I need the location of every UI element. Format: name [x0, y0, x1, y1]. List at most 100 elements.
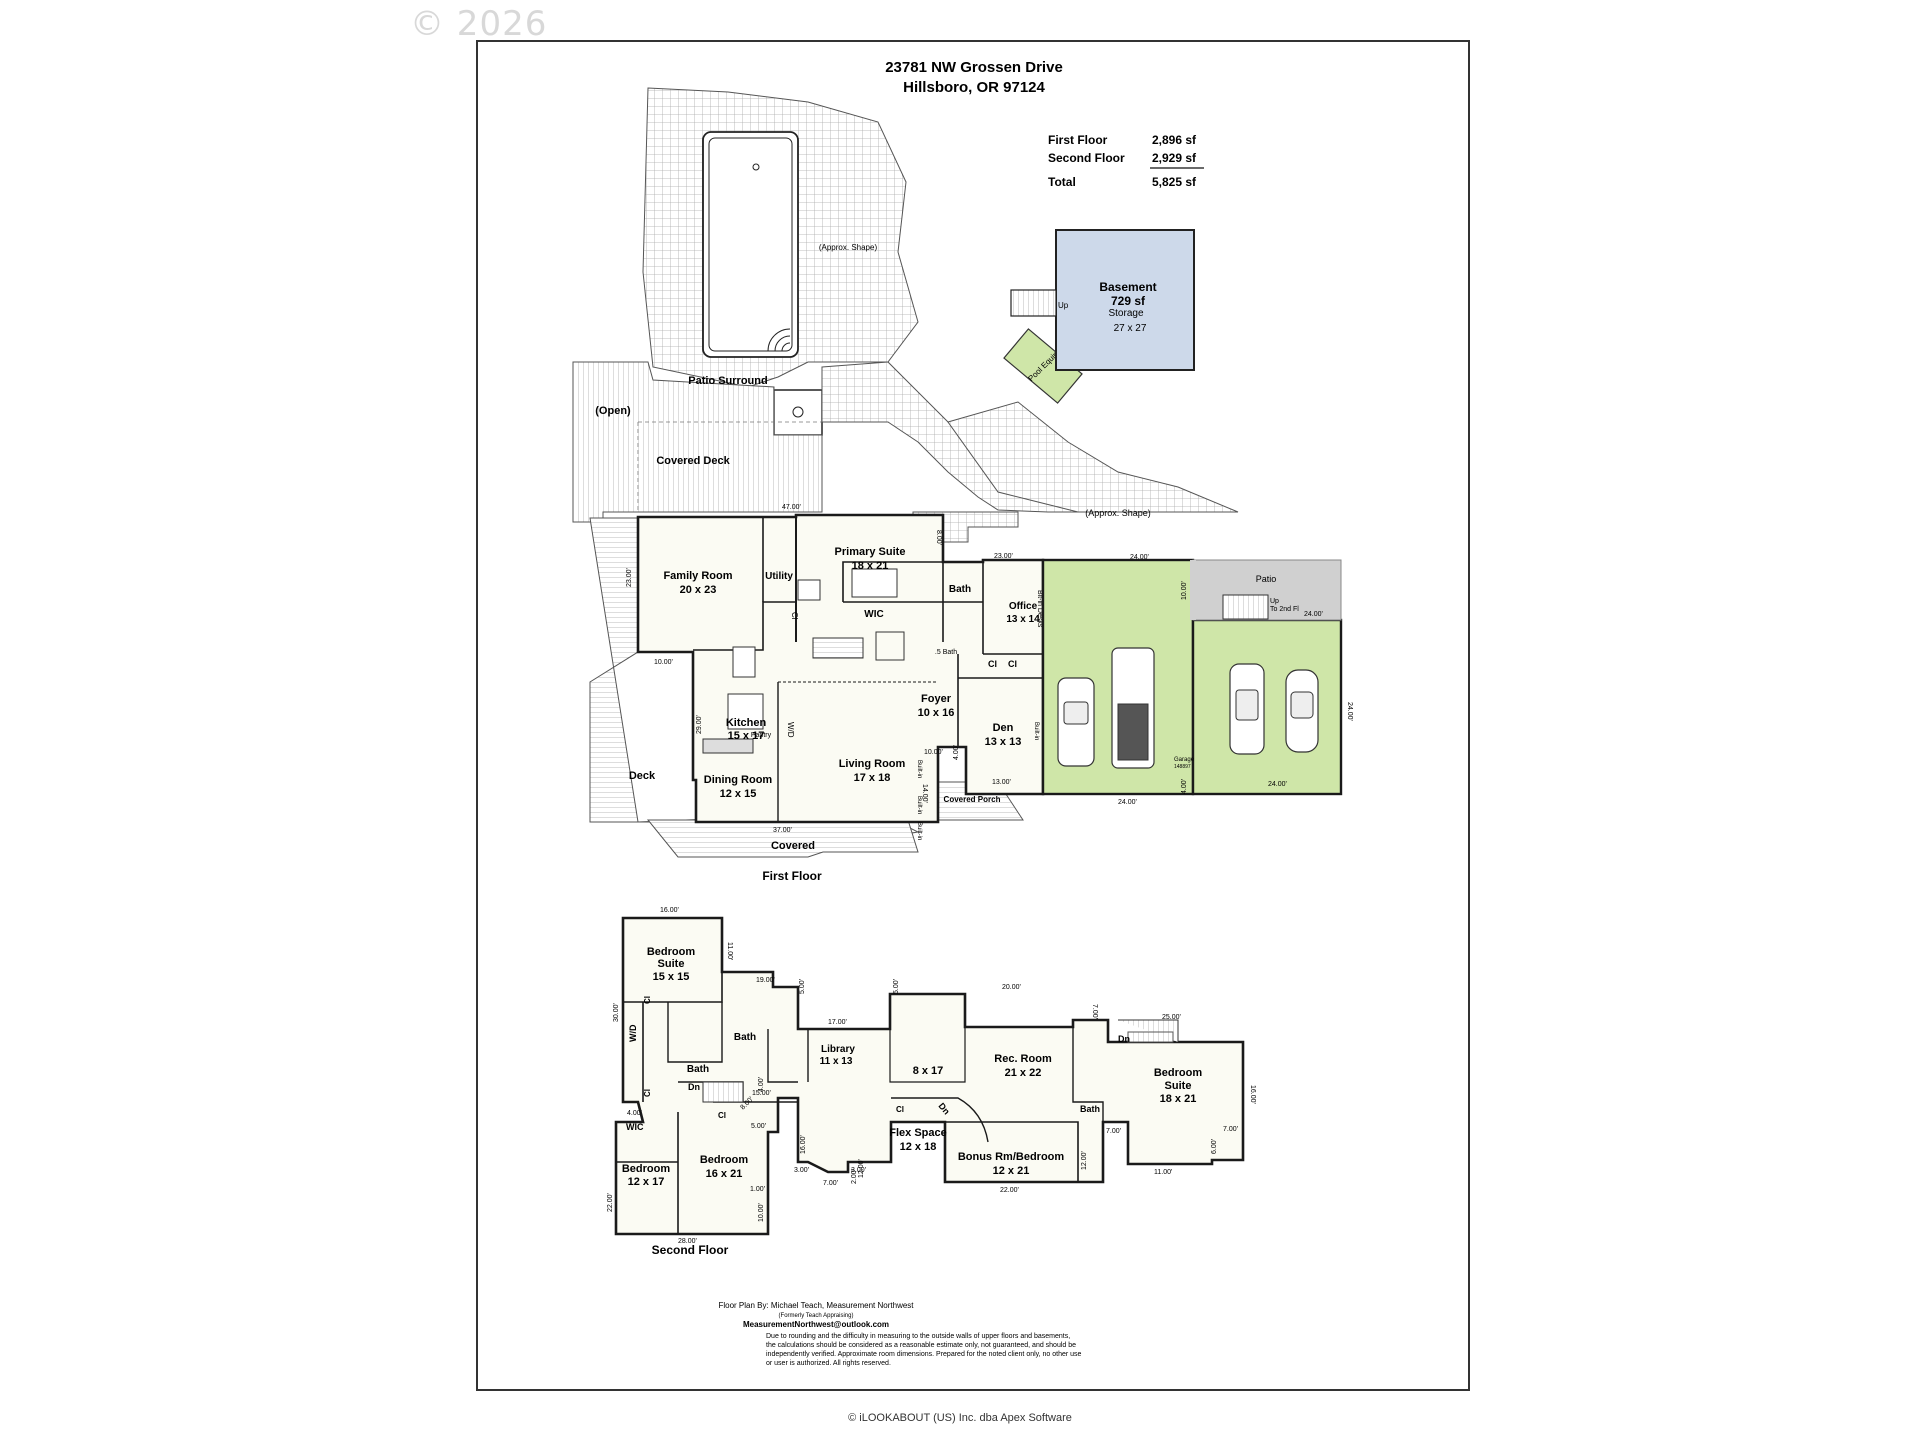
- bed-suite-a-dims: 15 x 15: [653, 971, 690, 983]
- sf-meas-30: 6.00': [1211, 1139, 1218, 1154]
- foyer-dims: 10 x 16: [918, 707, 955, 719]
- basement-name: Storage: [1108, 308, 1143, 319]
- hot-tub: [773, 389, 823, 436]
- bonus-name: Bonus Rm/Bedroom: [958, 1151, 1065, 1163]
- garage-meas-4: 4.00': [1181, 779, 1188, 794]
- pantry-name: Pantry: [751, 732, 772, 739]
- builtin-3: Built-in: [916, 796, 922, 814]
- sf-meas-7: 20.00': [1002, 984, 1021, 991]
- sf-meas-3: 19.00': [756, 977, 775, 984]
- car-2: [1111, 647, 1155, 769]
- pool: [702, 131, 799, 358]
- sf-meas-31: 7.00': [1223, 1126, 1238, 1133]
- driveway-shape: [947, 401, 1239, 513]
- ff-meas-10: 13.00': [992, 779, 1011, 786]
- builtin-4: Built-in: [916, 822, 922, 840]
- drive-approx-shape: (Approx. Shape): [1085, 508, 1151, 518]
- library-dims: 11 x 13: [820, 1056, 853, 1067]
- credits: Floor Plan By: Michael Teach, Measuremen…: [718, 1301, 1081, 1367]
- dining-room-name: Dining Room: [704, 774, 773, 786]
- ff-meas-12: 37.00': [773, 827, 792, 834]
- builtin-1: Built-in: [1033, 722, 1039, 740]
- first-floor: Family Room 20 x 23 Utility Primary Suit…: [589, 504, 1149, 883]
- credits-email: MeasurementNorthwest@outlook.com: [743, 1320, 889, 1329]
- builtin-2: Built-in: [916, 760, 922, 778]
- ff-meas-9: 4.00': [953, 745, 960, 760]
- sf-meas-8: 7.00': [1091, 1004, 1098, 1019]
- sf-meas-26: 22.00': [1000, 1187, 1019, 1194]
- bed-suite-b-name2: Suite: [1165, 1080, 1192, 1092]
- watermark: © 2026: [410, 4, 548, 44]
- up-label: Up: [1270, 598, 1279, 605]
- sf-meas-23: 3.00': [851, 1167, 866, 1174]
- sf-meas-17: 1.00': [750, 1186, 765, 1193]
- sf-meas-22: 7.00': [823, 1180, 838, 1187]
- utility-name: Utility: [765, 571, 793, 582]
- footer-copyright: © iLOOKABOUT (US) Inc. dba Apex Software: [848, 1412, 1072, 1424]
- pool-area: (Approx. Shape): [642, 87, 919, 436]
- bedroom-b-name: Bedroom: [700, 1154, 749, 1166]
- disclaimer-2: the calculations should be considered as…: [766, 1342, 1076, 1349]
- library-name: Library: [821, 1044, 855, 1055]
- disclaimer-3: independently verified. Approximate room…: [766, 1351, 1082, 1358]
- sf-meas-13: 4.00': [758, 1077, 765, 1092]
- summary-label-first: First Floor: [1048, 133, 1108, 147]
- sf-meas-19: 28.00': [678, 1238, 697, 1245]
- sf-meas-9: 25.00': [1162, 1014, 1181, 1021]
- cl-2: Cl: [1008, 659, 1017, 669]
- dn-2: Dn: [688, 1082, 700, 1092]
- car-3: [1229, 663, 1265, 755]
- address-line1: 23781 NW Grossen Drive: [885, 59, 1063, 76]
- bed-suite-a-name2: Suite: [658, 958, 685, 970]
- disclaimer-4: or user is authorized. All rights reserv…: [766, 1360, 891, 1367]
- sf-meas-4: 5.00': [799, 979, 806, 994]
- cl-a: Cl: [643, 996, 652, 1004]
- summary-value-second: 2,929 sf: [1152, 151, 1197, 165]
- sf-meas-16: 22.00': [607, 1193, 614, 1212]
- bath-b-name: Bath: [687, 1064, 709, 1075]
- disclaimer-1: Due to rounding and the difficulty in me…: [766, 1333, 1070, 1340]
- sf-meas-14: 5.00': [751, 1123, 766, 1130]
- bed-suite-a-name: Bedroom: [647, 946, 696, 958]
- wd-2-name: W/D: [628, 1024, 638, 1042]
- primary-suite-name: Primary Suite: [835, 546, 906, 558]
- sf-meas-2: 11.00': [726, 942, 733, 960]
- sf-meas-18: 10.00': [758, 1203, 765, 1222]
- pool-equip: Pool Equip: [1003, 328, 1083, 404]
- garage-meas-3: 24.00': [1346, 702, 1353, 721]
- garage-label: Garage: [1174, 757, 1195, 763]
- basement-dims: 27 x 27: [1114, 323, 1147, 334]
- first-floor-label: First Floor: [762, 869, 822, 883]
- second-floor: Bedroom Suite 15 x 15 Bath Bath Library …: [607, 907, 1256, 1257]
- garage-meas-2: 24.00': [1268, 781, 1287, 788]
- summary-value-first: 2,896 sf: [1152, 133, 1197, 147]
- area-summary: First Floor 2,896 sf Second Floor 2,929 …: [1048, 133, 1204, 189]
- garage-block: Patio Up To 2nd Fl Garage 148897 24.00' …: [1041, 558, 1353, 806]
- garage-meas-6: 24.00': [1304, 611, 1323, 618]
- sf-meas-21: 3.00': [794, 1167, 809, 1174]
- cl-1: Cl: [988, 659, 997, 669]
- garage-sub: 148897: [1174, 764, 1191, 770]
- ff-meas-1: 47.00': [782, 504, 801, 511]
- wd-name: W/D: [786, 722, 795, 738]
- garage-meas-1: 24.00': [1118, 799, 1137, 806]
- sf-meas-12: 4.00': [627, 1110, 642, 1117]
- garage-meas-5: 10.00': [1181, 581, 1188, 600]
- sf-meas-6: 5.00': [893, 979, 900, 994]
- bath-c-name: Bath: [1080, 1104, 1100, 1114]
- living-room-name: Living Room: [839, 758, 906, 770]
- kitchen-name: Kitchen: [726, 717, 767, 729]
- basement-title: Basement: [1099, 280, 1156, 294]
- sf-meas-29: 11.00': [1154, 1169, 1172, 1176]
- sf-meas-1: 16.00': [660, 907, 679, 914]
- car-4: [1285, 669, 1319, 753]
- sf-meas-5: 17.00': [828, 1019, 847, 1026]
- basement-block: Up Basement 729 sf Storage 27 x 27: [1010, 229, 1195, 371]
- summary-value-total: 5,825 sf: [1152, 175, 1197, 189]
- bed-suite-b-dims: 18 x 21: [1160, 1093, 1197, 1105]
- den-dims: 13 x 13: [985, 736, 1022, 748]
- car-1: [1057, 677, 1095, 767]
- living-room-dims: 17 x 18: [854, 772, 891, 784]
- covered-porch-label: Covered Porch: [944, 795, 1001, 804]
- wic-2-name: WIC: [626, 1122, 644, 1132]
